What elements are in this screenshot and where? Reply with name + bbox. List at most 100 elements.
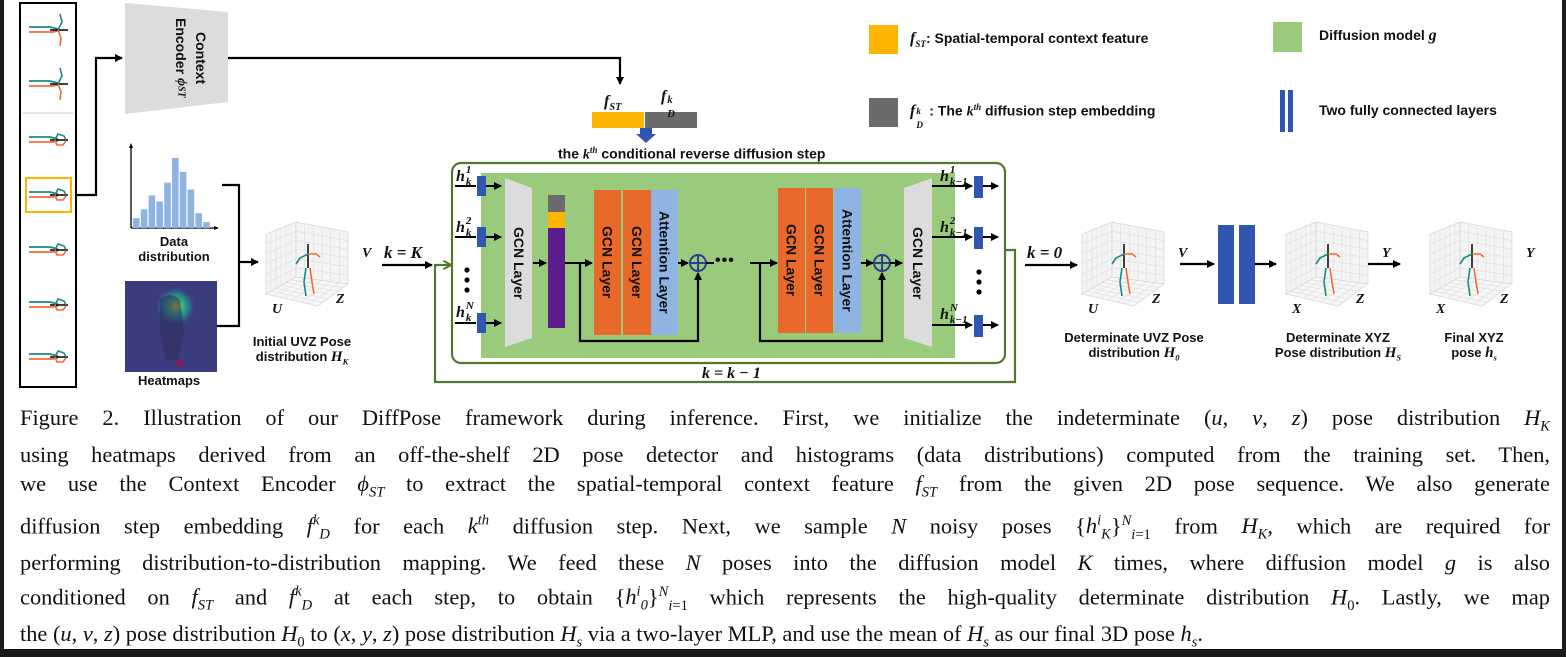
gcn-layer-block2-b	[806, 188, 833, 333]
input-fc-block	[477, 176, 486, 196]
axis-label: Z	[1152, 292, 1161, 307]
caption-line: performing distribution-to-distribution …	[20, 550, 1550, 576]
fst-feature-bar	[592, 112, 644, 128]
axis-label: Y	[1382, 246, 1391, 261]
k-equals-K-label: k = K	[384, 243, 423, 262]
pose-frame-thumbnail	[29, 298, 68, 311]
heatmaps-label: Heatmaps	[138, 373, 201, 388]
initial-uvz-pose-plot	[265, 221, 349, 307]
axis-label: Z	[1500, 292, 1509, 307]
legend-diffusion: Diffusion model g	[1319, 27, 1437, 44]
histogram-bar	[148, 195, 156, 228]
pose-frame-thumbnail	[29, 133, 68, 146]
histogram-bar	[172, 158, 179, 228]
axis-label: Y	[1526, 246, 1535, 261]
caption-line: diffusion step embedding fkD for each kt…	[20, 512, 1550, 543]
caption-line: the (u, v, z) pose distribution H0 to (x…	[20, 621, 1203, 651]
diagram-canvas	[19, 2, 1513, 388]
output-fc-block	[974, 315, 983, 337]
pose-frame-thumbnail	[29, 243, 68, 256]
histogram-bar	[195, 213, 202, 228]
legend-fst: fST: Spatial-temporal context feature	[910, 30, 1149, 49]
histogram-bar	[156, 201, 163, 228]
axis-label: X	[1292, 302, 1302, 317]
axis-label: V	[362, 246, 372, 261]
attention-layer-label: Attention Layer	[839, 209, 856, 312]
legend-swatch-fc	[1280, 90, 1285, 132]
diffusion-loop-arrow	[433, 248, 1017, 384]
legend-swatch-fd	[869, 98, 898, 127]
determinate-xyz-pose-plot	[1285, 221, 1369, 307]
gcn-layer-label: GCN Layer	[811, 224, 828, 297]
input-fc-block	[477, 313, 486, 333]
caption-line: conditioned on fST and fkD at each step,…	[20, 583, 1550, 614]
gcn-layer-label: GCN Layer	[511, 226, 527, 300]
gcn-layer-block1-b	[623, 190, 651, 335]
output-fc-block	[974, 227, 983, 249]
ellipsis: •••	[715, 252, 735, 269]
fc-layer-2	[1239, 225, 1255, 304]
axis-label: Z	[336, 292, 345, 307]
gcn-layer-label: GCN Layer	[783, 224, 800, 297]
pose-frame-thumbnail	[29, 67, 68, 101]
histogram-bar	[203, 222, 210, 228]
legend-swatch-diffusion	[1273, 22, 1302, 52]
highlighted-frame	[25, 177, 72, 213]
legend-swatch-fst	[869, 25, 898, 54]
determinate-uvz-pose-plot	[1081, 221, 1165, 307]
gcn-layer-block1-a	[594, 190, 621, 335]
attention-layer-block1	[651, 190, 678, 335]
reverse-step-title: the kth conditional reverse diffusion st…	[558, 145, 826, 163]
fst-label: fST	[604, 93, 622, 114]
axis-label: X	[1436, 302, 1446, 317]
context-encoder-block	[125, 3, 228, 114]
output-gcn-layer	[904, 178, 932, 347]
context-word: Context	[193, 31, 209, 85]
output-fc-block	[974, 176, 983, 198]
histogram-bar	[179, 171, 187, 228]
input-gcn-layer	[505, 178, 532, 347]
caption-line: using heatmaps derived from an off-the-s…	[20, 442, 1550, 468]
pose-frame-thumbnail	[29, 350, 68, 363]
histogram-bar	[187, 189, 195, 228]
gcn-layer-label: GCN Layer	[629, 226, 645, 299]
gcn-layer-label: GCN Layer	[910, 226, 926, 300]
gcn-layer-label: GCN Layer	[599, 226, 616, 299]
pose-frame-thumbnail	[29, 13, 68, 47]
fd-embedding-bar	[645, 112, 697, 128]
input-fc-block	[477, 227, 486, 247]
axis-label: U	[1088, 302, 1099, 317]
axis-label: V	[1178, 246, 1188, 261]
k-update-label: k = k − 1	[702, 365, 761, 382]
final-xyz-pose-plot	[1429, 221, 1513, 307]
figure-caption: Figure 2. Illustration of our DiffPose f…	[20, 404, 1550, 657]
caption-line: Figure 2. Illustration of our DiffPose f…	[20, 405, 1550, 435]
pose-frame-thumbnail	[29, 188, 68, 201]
down-arrow-icon	[636, 128, 656, 143]
gcn-layer-block2-a	[778, 188, 805, 333]
axis-label: U	[272, 302, 283, 317]
attention-layer-label: Attention Layer	[656, 211, 673, 314]
data-distribution-histogram	[129, 143, 219, 230]
histogram-bar	[140, 209, 148, 228]
legend-fc: Two fully connected layers	[1319, 102, 1497, 118]
k-equals-0-label: k = 0	[1027, 243, 1063, 262]
conditioned-embedding	[548, 228, 565, 328]
caption-line: we use the Context Encoder ϕST to extrac…	[20, 470, 1550, 501]
